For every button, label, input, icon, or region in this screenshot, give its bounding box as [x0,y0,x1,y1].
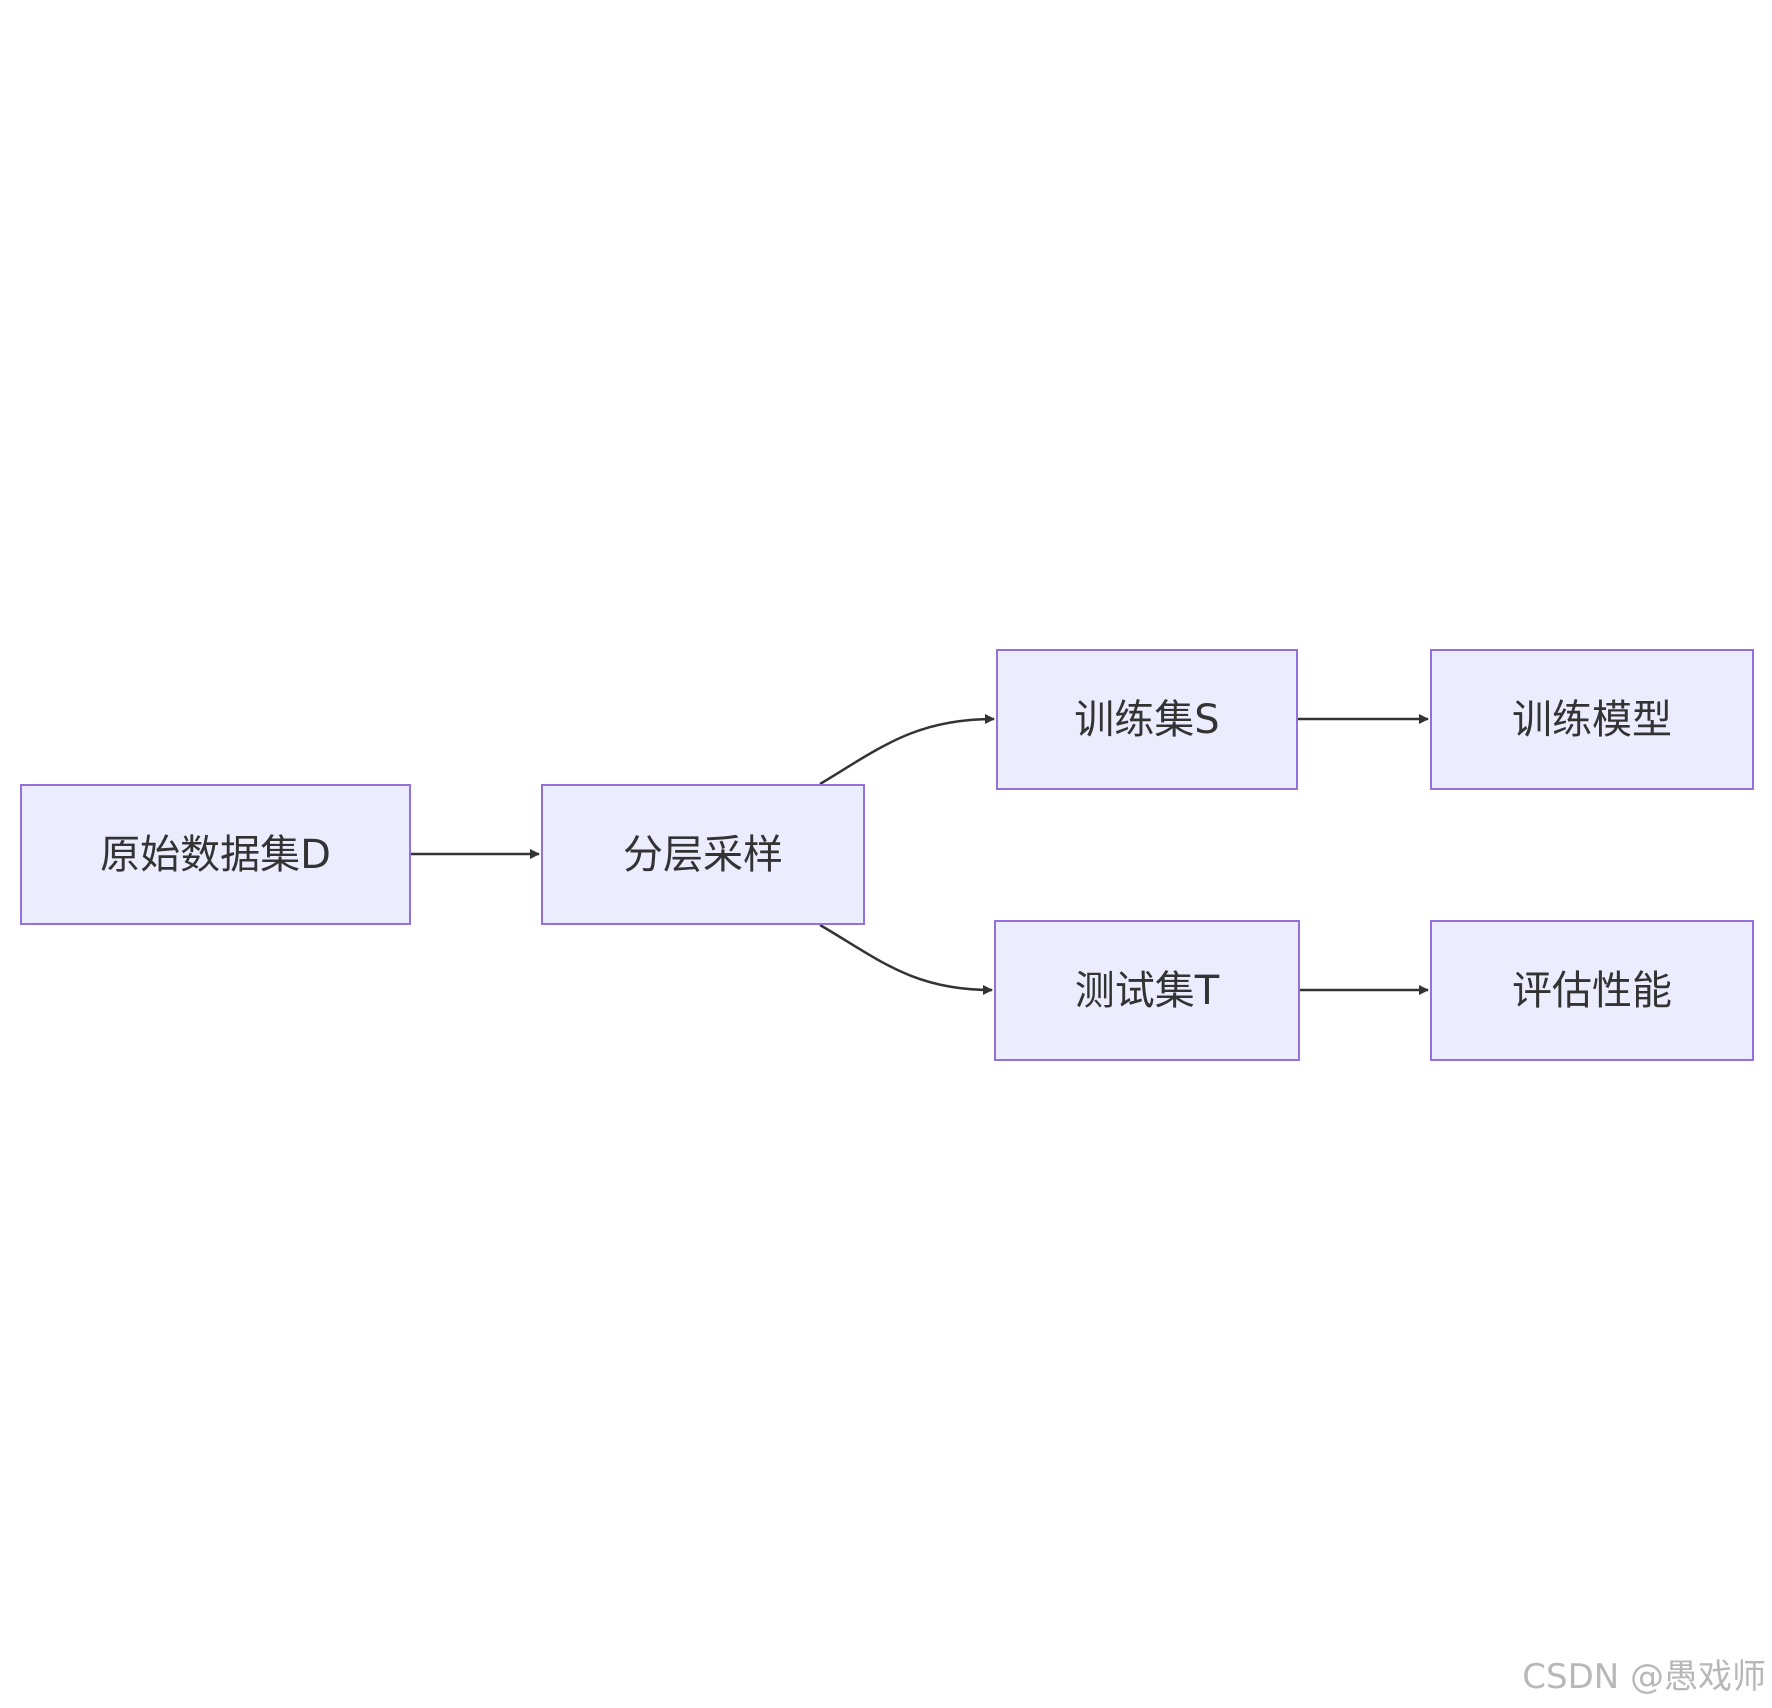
node-training-set: 训练集S [996,649,1298,790]
node-stratified-sampling-label: 分层采样 [623,831,783,878]
node-stratified-sampling: 分层采样 [541,784,865,925]
edge-stratify-to-test [819,923,993,995]
node-test-set-label: 测试集T [1074,967,1220,1014]
node-evaluate-performance: 评估性能 [1430,920,1754,1061]
node-original-dataset-label: 原始数据集D [100,831,331,878]
node-original-dataset: 原始数据集D [20,784,411,925]
node-test-set: 测试集T [994,920,1300,1061]
node-train-model-label: 训练模型 [1512,696,1672,743]
node-train-model: 训练模型 [1430,649,1754,790]
node-evaluate-performance-label: 评估性能 [1512,967,1672,1014]
node-training-set-label: 训练集S [1074,696,1220,743]
watermark: CSDN @愚戏师 [1522,1657,1766,1697]
edge-stratify-to-train [819,714,995,786]
